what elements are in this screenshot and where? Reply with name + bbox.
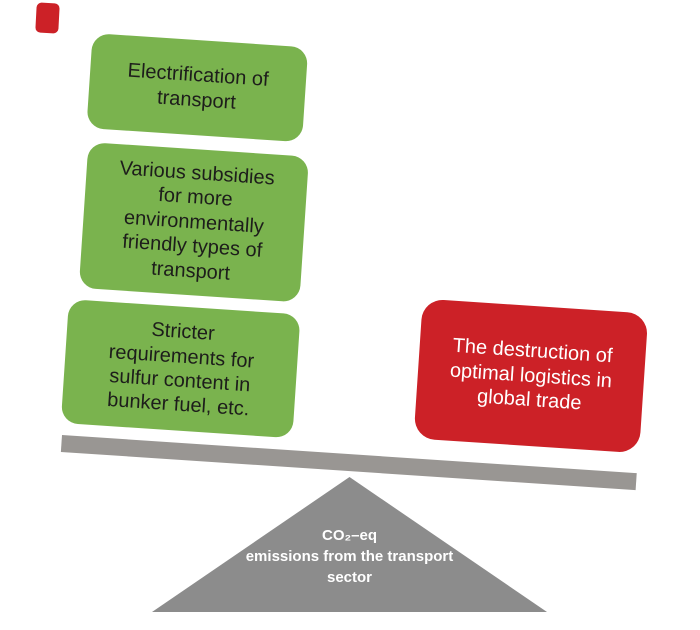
red-corner-mark (35, 2, 60, 34)
